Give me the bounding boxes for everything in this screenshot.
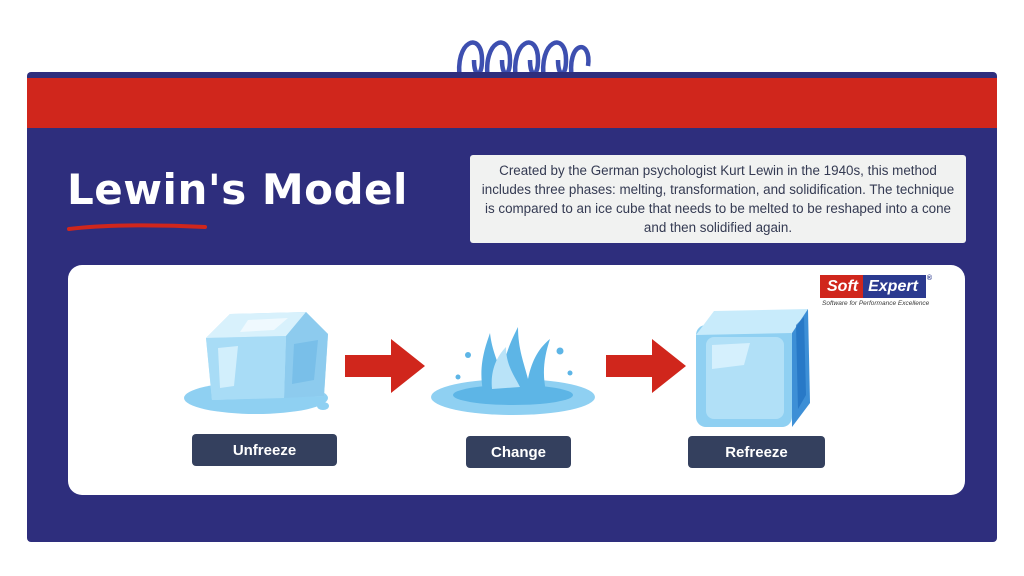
logo-tagline: Software for Performance Excellence <box>822 300 930 307</box>
description-box: Created by the German psychologist Kurt … <box>470 155 966 243</box>
logo-soft: Soft <box>820 275 864 298</box>
arrow-right-icon-2 <box>606 339 686 393</box>
title-underline <box>67 223 207 231</box>
logo-expert: Expert <box>863 275 926 298</box>
melting-ice-cube-icon <box>184 312 329 414</box>
arrow-right-icon-1 <box>345 339 425 393</box>
logo-registered: ® <box>926 275 933 282</box>
header-band <box>27 78 997 128</box>
ice-cube-icon <box>696 309 810 427</box>
stage-label-change: Change <box>466 436 571 468</box>
stage-label-unfreeze: Unfreeze <box>192 434 337 466</box>
logo-wordmark: Soft Expert ® <box>820 275 932 298</box>
water-splash-icon <box>431 327 595 415</box>
softexpert-logo: Soft Expert ® Software for Performance E… <box>820 275 960 315</box>
page-title: Lewin's Model <box>67 165 408 214</box>
description-text: Created by the German psychologist Kurt … <box>481 163 955 235</box>
stage-label-refreeze: Refreeze <box>688 436 825 468</box>
